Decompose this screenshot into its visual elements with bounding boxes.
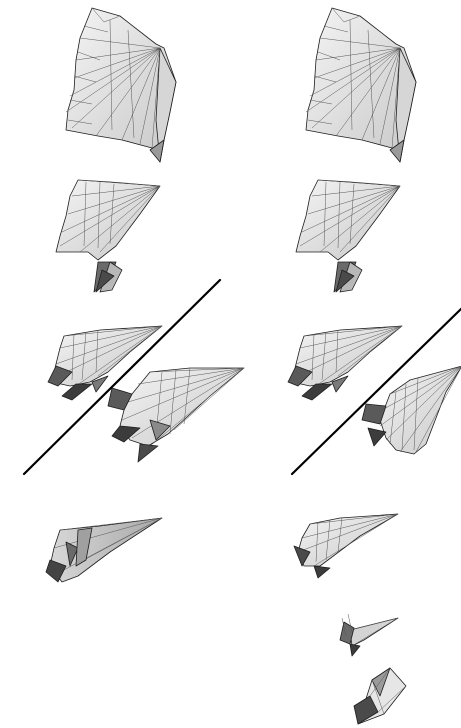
left-step-split-lower <box>108 368 244 462</box>
right-step-folded-tip <box>354 668 406 724</box>
right-step-small-fan <box>294 514 398 578</box>
right-step-fan-large <box>306 8 416 162</box>
left-step-fan-large <box>66 8 176 162</box>
left-step-fan-medium <box>56 180 160 292</box>
left-sequence <box>24 8 244 582</box>
left-step-cone <box>46 518 162 582</box>
right-step-fan-medium <box>296 180 400 292</box>
right-sequence <box>288 8 461 724</box>
right-step-tiny-spike <box>340 614 398 656</box>
right-step-split-upper <box>288 326 402 400</box>
right-step-split-lower <box>362 366 461 454</box>
